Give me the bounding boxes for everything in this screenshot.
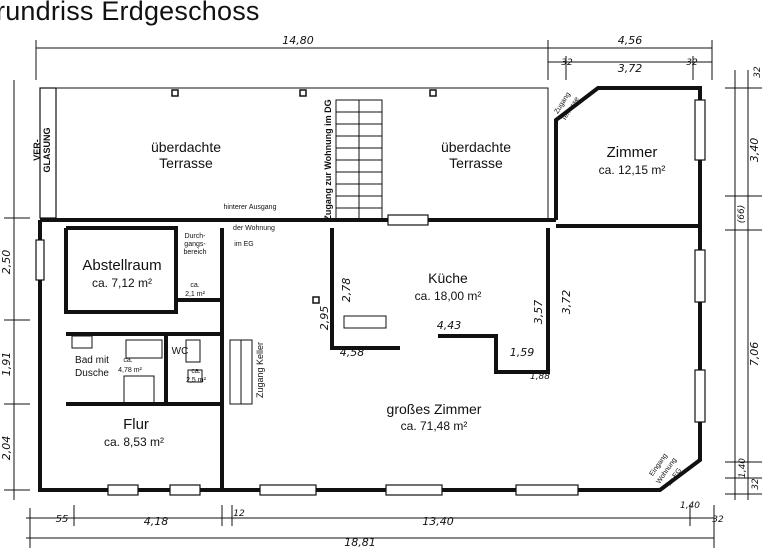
flur-label: Flur bbox=[123, 416, 149, 433]
flur-area: ca. 8,53 m² bbox=[104, 435, 164, 449]
dim-k-159: 1,59 bbox=[510, 346, 535, 359]
gross-area: ca. 71,48 m² bbox=[401, 419, 468, 433]
dim-right-66: (66) bbox=[737, 205, 747, 223]
dim-top-372: 3,72 bbox=[618, 62, 643, 75]
dim-k-372: 3,72 bbox=[560, 290, 573, 315]
wall-kitchen-left bbox=[330, 228, 400, 350]
sink-bath bbox=[71, 335, 93, 349]
hinterer-label3: im EG bbox=[234, 241, 253, 248]
terrace-right-label: überdachte bbox=[441, 139, 511, 155]
dim-left-250: 2,50 bbox=[0, 250, 13, 275]
window bbox=[515, 484, 579, 496]
glazing bbox=[39, 87, 57, 219]
hinterer-label: hinterer Ausgang bbox=[224, 204, 277, 211]
durch-label: Durch- bbox=[184, 233, 206, 240]
durch-label3: bereich bbox=[184, 249, 207, 256]
dim-right-340: 3,40 bbox=[748, 138, 761, 163]
kueche-label: Küche bbox=[428, 270, 468, 286]
dim-top-right: 4,56 bbox=[618, 34, 643, 47]
plan-title: rundriss Erdgeschoss bbox=[0, 0, 260, 26]
abstell-area: ca. 7,12 m² bbox=[92, 276, 152, 290]
dim-bot-55: 55 bbox=[56, 514, 69, 525]
pillar bbox=[312, 296, 320, 304]
dim-right-32a: 32 bbox=[753, 66, 763, 78]
sink-wc bbox=[187, 369, 203, 383]
sink-kitchen bbox=[343, 315, 387, 329]
pillar bbox=[429, 89, 437, 97]
window bbox=[169, 484, 201, 496]
wc-area2: 2,5 m² bbox=[186, 377, 207, 384]
dim-bot-418: 4,18 bbox=[144, 515, 169, 528]
pillar bbox=[171, 89, 179, 97]
zimmer-area: ca. 12,15 m² bbox=[599, 163, 666, 177]
dim-bot-140: 1,40 bbox=[680, 501, 700, 511]
dim-k-278: 2,78 bbox=[340, 278, 353, 303]
dim-top-32b: 32 bbox=[686, 58, 698, 68]
window bbox=[694, 249, 706, 303]
window bbox=[35, 239, 45, 281]
dim-k-188: 1,88 bbox=[530, 372, 550, 382]
terrace-left-label2: Terrasse bbox=[159, 155, 213, 171]
dim-right-706: 7,06 bbox=[748, 342, 761, 367]
window bbox=[385, 484, 443, 496]
dim-right-140: 1,40 bbox=[738, 458, 748, 478]
stair-label: Zugang zur Wohnung im DG bbox=[323, 99, 333, 220]
bad-label2: Dusche bbox=[75, 368, 109, 379]
dim-left-204: 2,04 bbox=[0, 436, 13, 461]
window bbox=[107, 484, 139, 496]
window bbox=[387, 214, 429, 226]
small-area: ca. bbox=[190, 282, 199, 289]
dim-top-32a: 32 bbox=[561, 58, 573, 68]
pillar bbox=[299, 89, 307, 97]
bad-area: ca. bbox=[123, 357, 132, 364]
dim-left-191: 1,91 bbox=[0, 352, 13, 377]
dim-bot-32: 32 bbox=[712, 515, 724, 525]
dim-bot-12: 12 bbox=[233, 509, 245, 519]
window bbox=[694, 369, 706, 423]
zimmer-label: Zimmer bbox=[607, 144, 658, 161]
dim-top-total: 14,80 bbox=[282, 34, 314, 47]
small-area2: 2,1 m² bbox=[185, 291, 206, 298]
hinterer-label2: der Wohnung bbox=[233, 225, 275, 232]
bad-area2: 4,78 m² bbox=[118, 367, 142, 374]
dim-bot-1340: 13,40 bbox=[422, 515, 454, 528]
wc-bowl bbox=[185, 339, 201, 363]
bad-label: Bad mit bbox=[75, 355, 109, 366]
gross-label: großes Zimmer bbox=[387, 401, 482, 417]
window bbox=[259, 484, 317, 496]
dim-k-443: 4,43 bbox=[437, 319, 462, 332]
dim-bot-1881: 18,81 bbox=[344, 536, 376, 549]
shower bbox=[123, 375, 155, 405]
stair-steps bbox=[336, 100, 382, 220]
dim-right-32b: 32 bbox=[751, 478, 761, 490]
wc-area: ca. bbox=[191, 368, 200, 375]
abstell-label: Abstellraum bbox=[82, 257, 161, 274]
durch-label2: gangs- bbox=[184, 241, 206, 248]
dim-k-458: 4,58 bbox=[340, 346, 365, 359]
dim-k-357: 3,57 bbox=[532, 300, 545, 325]
terrace-right-label2: Terrasse bbox=[449, 155, 503, 171]
wall-kitchen-right bbox=[438, 228, 550, 374]
wall-abstell bbox=[64, 226, 178, 314]
wc-label: WC bbox=[172, 346, 189, 357]
verglasung-label2: GLASUNG bbox=[42, 128, 52, 173]
dim-k-295: 2,95 bbox=[318, 306, 331, 331]
window bbox=[694, 99, 706, 161]
keller-label: Zugang Keller bbox=[255, 342, 265, 398]
terrace-left-label: überdachte bbox=[151, 139, 221, 155]
verglasung-label: VER- bbox=[32, 139, 42, 161]
bathtub bbox=[125, 339, 163, 359]
kueche-area: ca. 18,00 m² bbox=[415, 289, 482, 303]
